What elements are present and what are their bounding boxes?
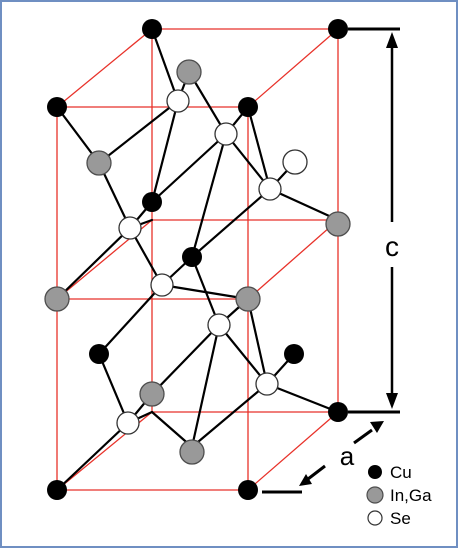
legend-cu-swatch [368,465,382,479]
c-label: c [385,231,399,262]
se-atom [282,149,308,175]
bond [55,226,132,301]
dimension-a: a [262,421,384,494]
bond [224,132,272,191]
a-arrow-line-upper [353,428,373,445]
legend-in-ga-swatch [366,486,384,504]
se-atom [118,216,142,240]
se-atoms [116,89,308,435]
a-arrow-head-down [299,474,312,486]
se-atom [214,122,238,146]
bond [246,105,272,191]
in-ga-atom [179,439,205,465]
bond [190,323,221,449]
cell-edge-mid-right [247,219,339,300]
se-atom [207,313,231,337]
bond [150,410,194,449]
cu-atom [284,344,304,364]
in-ga-atoms [44,59,351,465]
cell-edge-bottom-right [247,411,339,491]
bond [150,99,180,204]
cu-atom [47,97,67,117]
cell-edge-top-left [56,28,153,108]
bond [190,382,269,449]
bond [160,283,250,301]
se-atom [150,273,174,297]
cu-atom [328,19,348,39]
in-ga-atom [139,381,165,407]
a-arrow-line-lower [307,464,326,481]
bond [150,323,221,396]
in-ga-atom [176,59,202,85]
se-atom [116,411,140,435]
legend-se-swatch [367,510,383,526]
cu-atom [142,19,162,39]
cu-atom [142,192,162,212]
cell-edge-top-right [247,28,339,108]
bond [55,421,130,492]
c-arrow-head-up [386,32,398,48]
bond [190,187,272,259]
bond [217,323,269,386]
bond [246,297,269,386]
cu-atom [238,97,258,117]
bond [97,283,164,356]
bond [97,352,130,425]
bond [265,382,340,414]
bond [150,132,228,204]
cu-atom [47,480,67,500]
c-arrow-head-down [386,393,398,409]
legend-in-ga-label: In,Ga [390,486,432,505]
se-atom [258,177,282,201]
in-ga-atom [235,286,261,312]
in-ga-atom [325,211,351,237]
cu-atom [328,402,348,422]
bond [190,132,228,259]
cu-atoms [47,19,348,500]
in-ga-atom [44,286,70,312]
dimension-c: c [348,27,400,414]
legend-cu-label: Cu [390,463,412,482]
cu-atom [238,480,258,500]
se-atom [255,372,279,396]
cu-atom [89,344,109,364]
legend: Cu In,Ga Se [366,463,432,528]
bond [97,99,180,165]
bond [268,187,340,222]
a-label: a [340,441,355,471]
se-atom [166,89,190,113]
legend-se-label: Se [390,509,411,528]
bond [150,27,180,103]
a-arrow-head-up [370,421,384,433]
in-ga-atom [86,150,112,176]
cu-atom [182,247,202,267]
